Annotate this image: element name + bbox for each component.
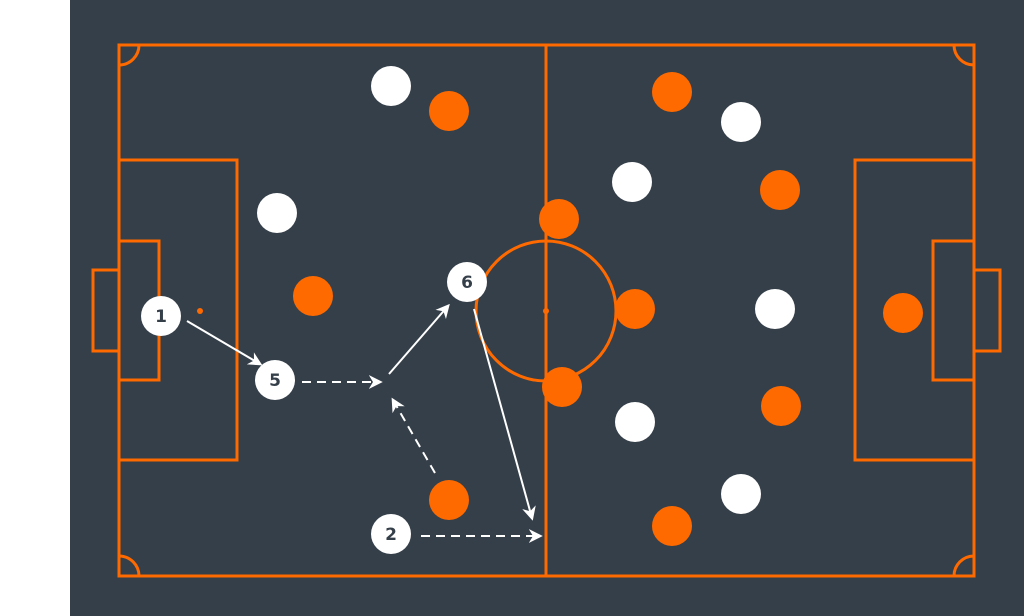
player-white[interactable] — [257, 193, 297, 233]
pass-arrow — [186, 320, 263, 366]
corner-arc-top-right — [952, 44, 975, 67]
player-white-6[interactable]: 6 — [447, 262, 487, 302]
player-marker[interactable] — [755, 289, 795, 329]
player-marker[interactable] — [447, 262, 487, 302]
pass-arrow — [388, 303, 450, 375]
right-goal — [972, 268, 1002, 353]
player-orange[interactable] — [293, 276, 333, 316]
player-white[interactable] — [721, 474, 761, 514]
player-orange[interactable] — [429, 91, 469, 131]
left-penalty-spot — [197, 308, 203, 314]
player-marker[interactable] — [371, 514, 411, 554]
player-marker[interactable] — [721, 102, 761, 142]
player-orange[interactable] — [652, 506, 692, 546]
player-orange[interactable] — [429, 480, 469, 520]
player-white[interactable] — [721, 102, 761, 142]
corner-arc-bottom-right — [952, 554, 975, 577]
player-marker[interactable] — [255, 360, 295, 400]
player-number: 1 — [155, 307, 167, 327]
player-orange[interactable] — [883, 293, 923, 333]
player-marker[interactable] — [141, 296, 181, 336]
player-white-1[interactable]: 1 — [141, 296, 181, 336]
player-white[interactable] — [755, 289, 795, 329]
corner-arc-bottom-left — [118, 554, 141, 577]
left-goal — [91, 268, 121, 353]
player-orange[interactable] — [542, 367, 582, 407]
center-spot — [543, 308, 549, 314]
player-marker[interactable] — [257, 193, 297, 233]
player-marker[interactable] — [612, 162, 652, 202]
movement-arrows — [186, 303, 543, 543]
player-number: 6 — [461, 273, 473, 293]
player-number: 2 — [385, 525, 397, 545]
corner-arc-top-left — [118, 44, 141, 67]
player-marker[interactable] — [721, 474, 761, 514]
pass-arrow — [473, 308, 536, 521]
player-marker[interactable] — [615, 402, 655, 442]
player-orange[interactable] — [652, 72, 692, 112]
player-white[interactable] — [371, 66, 411, 106]
player-orange[interactable] — [761, 386, 801, 426]
player-marker[interactable] — [371, 66, 411, 106]
player-orange[interactable] — [539, 199, 579, 239]
player-orange[interactable] — [615, 289, 655, 329]
player-number: 5 — [269, 371, 281, 391]
player-white[interactable] — [612, 162, 652, 202]
player-white-5[interactable]: 5 — [255, 360, 295, 400]
player-white-2[interactable]: 2 — [371, 514, 411, 554]
player-orange[interactable] — [760, 170, 800, 210]
player-white[interactable] — [615, 402, 655, 442]
